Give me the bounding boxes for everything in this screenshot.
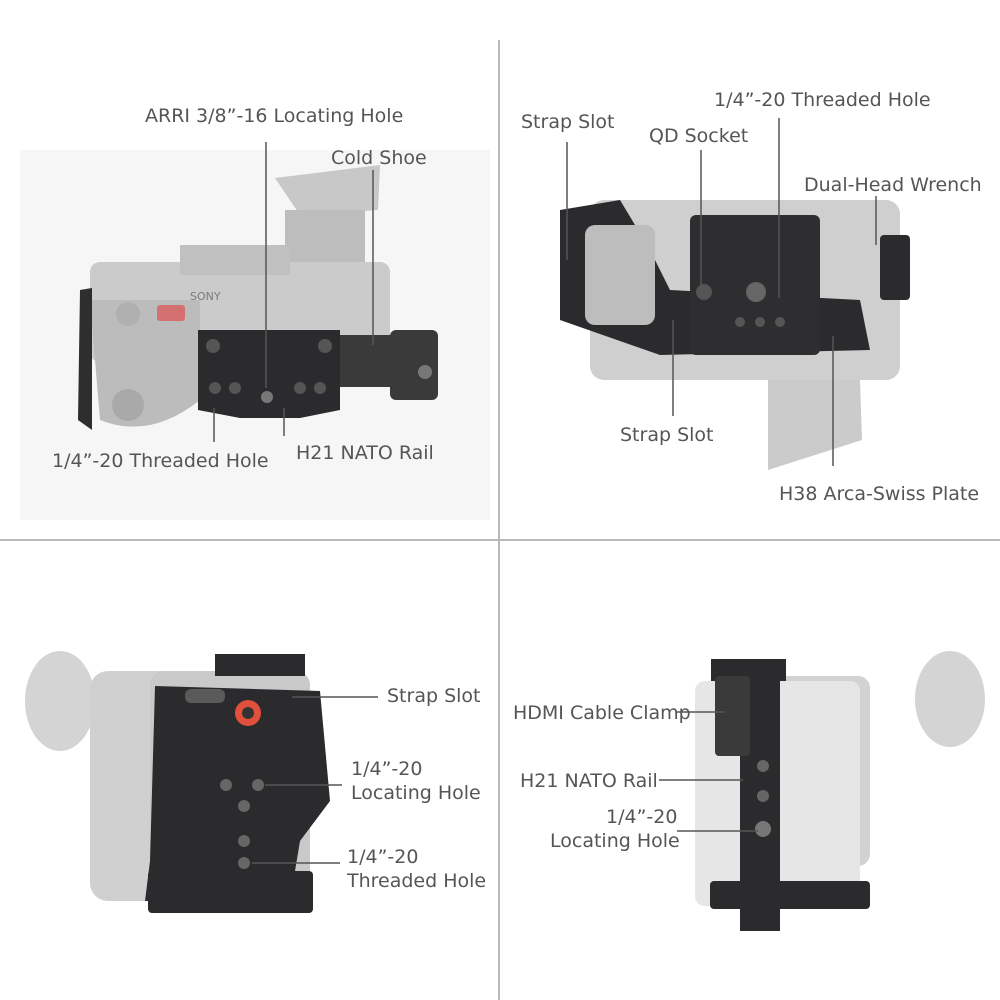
callout-cold-shoe: Cold Shoe	[331, 147, 427, 169]
callout-locating-hole-line2: Locating Hole	[550, 830, 680, 852]
panel-bottom-right: HDMI Cable Clamp H21 NATO Rail 1/4”-20 L…	[500, 541, 1000, 1000]
nato-plate-shape	[198, 330, 340, 418]
leader-lines	[659, 711, 758, 832]
cage-side-shape	[78, 288, 92, 430]
eyecup-shape	[275, 165, 380, 215]
camera-top-view-illustration: SONY	[20, 142, 490, 520]
cold-shoe-shape	[340, 335, 390, 387]
leader-lines	[252, 696, 378, 864]
wrench-shape	[880, 235, 910, 300]
vertical-divider	[498, 40, 500, 1000]
eyecup-shape	[768, 380, 862, 470]
mic-shape	[116, 302, 140, 326]
cage-grip-shape	[145, 686, 330, 901]
callout-nato-rail: H21 NATO Rail	[520, 770, 658, 792]
hdmi-clamp-shape	[715, 676, 750, 756]
dial-shape	[112, 389, 144, 421]
top-mount-shape	[711, 659, 786, 681]
strap-slot-shape	[185, 689, 225, 703]
camera-bottom-view-illustration	[560, 118, 910, 470]
callout-threaded-hole: 1/4”-20 Threaded Hole	[714, 89, 931, 111]
callout-strap-slot-top: Strap Slot	[521, 111, 615, 133]
callout-strap-slot-bottom: Strap Slot	[620, 424, 714, 446]
camera-brand-text: SONY	[190, 290, 221, 303]
battery-door-shape	[585, 225, 655, 325]
callout-dual-head-wrench: Dual-Head Wrench	[804, 174, 982, 196]
eyecup-shape	[25, 651, 95, 751]
panel-bottom-left: Strap Slot 1/4”-20 Locating Hole 1/4”-20…	[0, 541, 498, 1000]
rec-button-shape	[157, 305, 185, 321]
base-plate-shape	[710, 881, 870, 909]
camera-right-side-illustration	[25, 651, 378, 913]
panel-top-right: Strap Slot QD Socket 1/4”-20 Threaded Ho…	[500, 0, 1000, 539]
base-plate-shape	[148, 871, 313, 913]
camera-left-side-illustration	[659, 651, 985, 931]
horizontal-divider	[0, 539, 1000, 541]
eyecup-shape	[915, 651, 985, 747]
panel-top-left: SONY ARRI 3/8”-16 Locating Hole Cold Sho…	[0, 0, 498, 539]
callout-arri-locating-hole: ARRI 3/8”-16 Locating Hole	[145, 105, 404, 127]
callout-hdmi-cable-clamp: HDMI Cable Clamp	[513, 702, 691, 724]
callout-threaded-hole: 1/4”-20 Threaded Hole	[52, 450, 269, 472]
callout-threaded-hole-line1: 1/4”-20	[347, 846, 419, 868]
clamp-shape	[390, 330, 438, 400]
callout-threaded-hole-line2: Threaded Hole	[347, 870, 487, 892]
leader-lines	[213, 142, 374, 442]
callout-arca-swiss-plate: H38 Arca-Swiss Plate	[779, 483, 980, 505]
callout-qd-socket: QD Socket	[649, 125, 749, 147]
callout-locating-hole-line1: 1/4”-20	[351, 758, 423, 780]
callout-locating-hole-line2: Locating Hole	[351, 782, 481, 804]
camera-top-shape	[180, 245, 290, 275]
top-mount-shape	[215, 654, 305, 676]
callout-locating-hole-line1: 1/4”-20	[606, 806, 678, 828]
leader-lines	[566, 118, 877, 466]
callout-nato-rail: H21 NATO Rail	[296, 442, 434, 464]
callout-strap-slot: Strap Slot	[387, 685, 481, 707]
